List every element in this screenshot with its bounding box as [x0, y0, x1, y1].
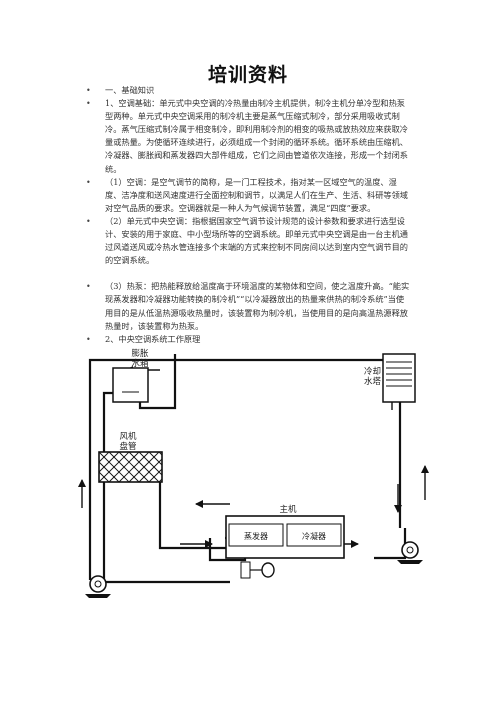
bullet: • [86, 282, 91, 292]
compressor-icon [240, 561, 275, 579]
coil-hatch-line [148, 451, 163, 466]
condenser-label: 冷凝器 [302, 531, 326, 541]
coil-hatch-line [158, 451, 163, 456]
document-title: 培训资料 [207, 64, 288, 86]
cooling-tower-label: 冷却 [364, 366, 381, 377]
content-list: • 一、基础知识 • 1、空调基础：单元式中央空调的冷热量由制冷主机提供，制冷主机分… [86, 84, 411, 346]
hvac-system-diagram: 膨胀 水箱 风机 盘管 冷却 水塔 主机 蒸发器 冷凝器 [78, 348, 429, 598]
item-text: 一、基础知识 [105, 85, 155, 95]
flow-arrows [78, 366, 429, 548]
list-item: • （2）单元式中央空调：指根据国家空气调节设计规范的设计参数和要求进行选型设计、… [86, 215, 411, 267]
condenser: 冷凝器 [286, 523, 342, 547]
evaporator-label: 蒸发器 [244, 531, 268, 541]
expansion-tank-label: 膨胀 [131, 348, 149, 359]
list-item: • （1）空调：是空气调节的简称，是一门工程技术，指对某一区域空气的温度、湿度、洁… [86, 176, 411, 215]
expansion-tank-label: 水箱 [131, 358, 149, 369]
fan-coil-label: 盘管 [119, 441, 136, 452]
bullet: • [86, 334, 91, 344]
coil-hatch-line [158, 478, 163, 483]
bullet: • [86, 177, 91, 187]
bullet: • [86, 99, 91, 109]
fan-coil-label: 风机 [119, 431, 137, 442]
coil-hatch-line [138, 451, 163, 476]
list-item: • 2、中央空调系统工作原理 [86, 333, 411, 346]
main-unit-label: 主机 [279, 504, 297, 515]
coil-hatch-line [148, 468, 163, 483]
coil-hatch-line [138, 458, 163, 483]
item-text: （3）热泵：把热能释放给温度高于环境温度的某物体和空间，使之温度升高。“能实现蒸… [105, 281, 410, 331]
evaporator: 蒸发器 [228, 523, 284, 547]
fan-coil-unit: 风机 盘管 [98, 431, 163, 483]
list-item: • 一、基础知识 [86, 84, 411, 97]
pump-icon [397, 541, 423, 564]
cooling-tower: 冷却 水塔 [364, 353, 416, 403]
item-text: 1、空调基础：单元式中央空调的冷热量由制冷主机提供，制冷主机分单冷型和热泵型两种… [105, 98, 408, 174]
list-item: • （3）热泵：把热能释放给温度高于环境温度的某物体和空间，使之温度升高。“能实现… [86, 280, 411, 332]
expansion-tank: 膨胀 水箱 [112, 348, 149, 403]
list-item: • 1、空调基础：单元式中央空调的冷热量由制冷主机提供，制冷主机分单冷型和热泵型两… [86, 97, 411, 176]
bullet: • [86, 86, 91, 95]
main-unit: 主机 蒸发器 冷凝器 [225, 504, 345, 579]
cooling-tower-label: 水塔 [364, 376, 382, 387]
item-text: （2）单元式中央空调：指根据国家空气调节设计规范的设计参数和要求进行选型设计、安… [105, 215, 408, 266]
item-text: （1）空调：是空气调节的简称，是一门工程技术，指对某一区域空气的温度、湿度、洁净… [105, 176, 408, 213]
pump-icon [85, 575, 111, 598]
bullet: • [86, 216, 91, 226]
item-text: 2、中央空调系统工作原理 [105, 333, 201, 344]
